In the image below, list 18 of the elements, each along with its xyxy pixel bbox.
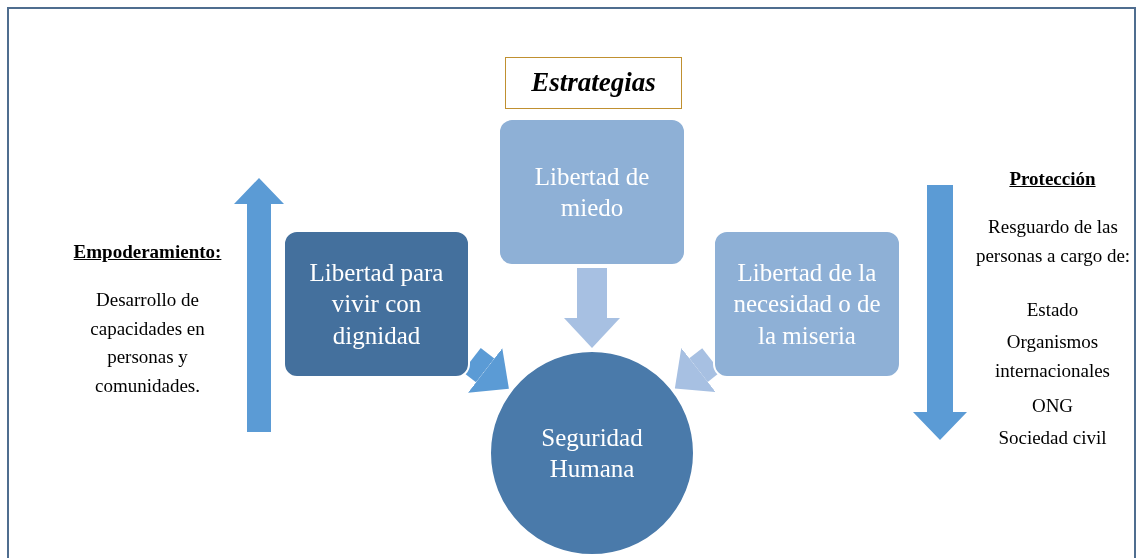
description-text: Desarrollo de capacidades en personas y comunidades. — [89, 288, 206, 398]
node-text: Seguridad Humana — [540, 422, 644, 484]
list-item: Estado — [1025, 298, 1080, 322]
description-text: Resguardo de las personas a cargo de: — [974, 215, 1132, 268]
list-item: ONG — [1030, 394, 1075, 418]
list-item: Sociedad civil — [997, 426, 1108, 450]
node-text: Libertad de la necesidad o de la miseria — [732, 258, 882, 351]
section-heading: Protección — [1008, 167, 1097, 191]
rounded-box — [498, 118, 686, 266]
rounded-box — [713, 230, 901, 378]
node-text: Estrategias — [531, 66, 656, 100]
section-heading: Empoderamiento: — [72, 240, 223, 264]
rounded-box — [283, 230, 470, 378]
heading-box — [505, 57, 682, 109]
node-text: Libertad de miedo — [533, 161, 651, 223]
arrow — [564, 268, 620, 348]
node-text: Libertad para vivir con dignidad — [308, 258, 445, 351]
list-item: Organismos internacionales — [994, 330, 1111, 383]
